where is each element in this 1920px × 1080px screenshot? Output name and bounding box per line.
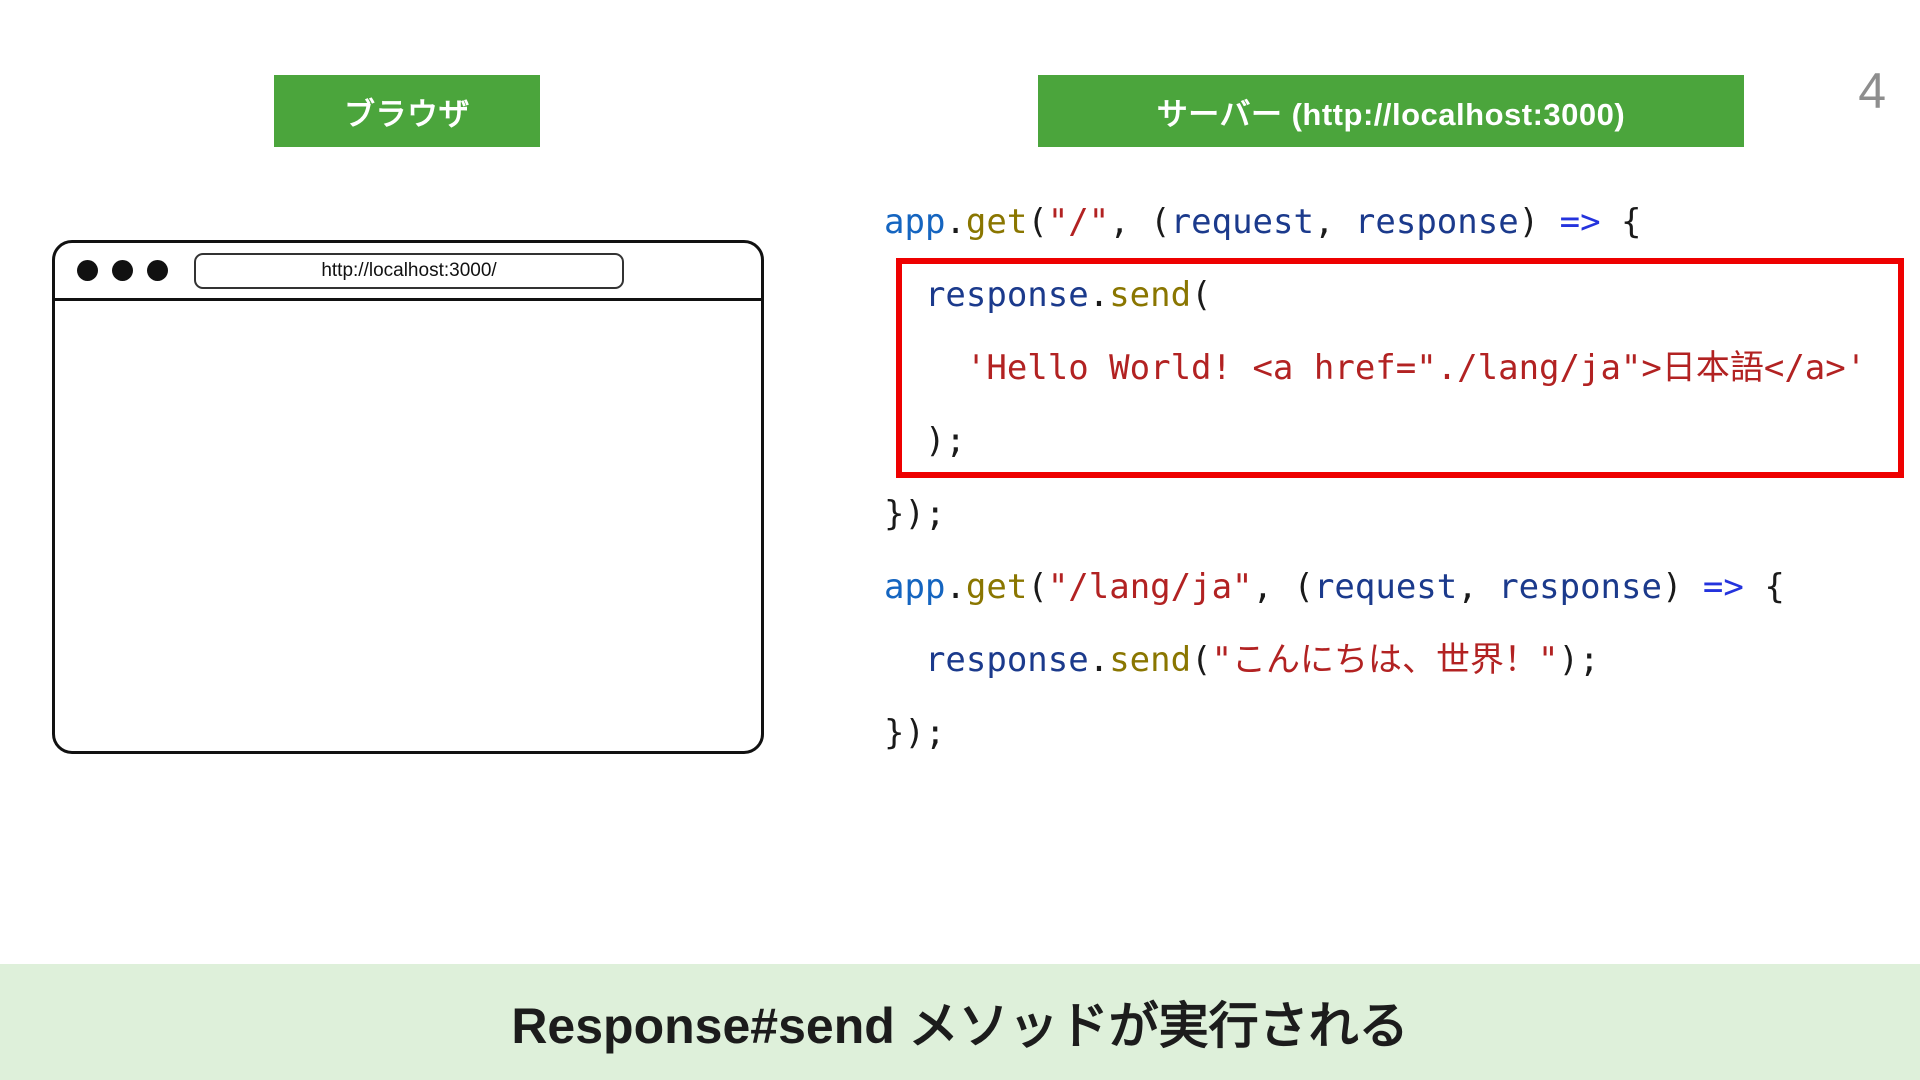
- code-line: response.send("こんにちは、世界！");: [924, 640, 1600, 680]
- code-line: app.get("/", (request, response) => {: [884, 202, 1642, 242]
- window-dot-icon: [112, 260, 133, 281]
- browser-viewport: [55, 301, 761, 751]
- code-line: 'Hello World! <a href="./lang/ja">日本語</a…: [965, 348, 1867, 388]
- page-number: 4: [1858, 63, 1886, 119]
- caption-banner: Response#send メソッドが実行される: [0, 964, 1920, 1080]
- code-line: );: [884, 421, 966, 461]
- code-line: app.get("/lang/ja", (request, response) …: [884, 567, 1785, 607]
- url-bar: http://localhost:3000/: [194, 253, 624, 289]
- server-label: サーバー (http://localhost:3000): [1038, 75, 1744, 147]
- code-area: app.get("/", (request, response) => { re…: [884, 186, 1904, 770]
- window-dot-icon: [77, 260, 98, 281]
- code-block: app.get("/", (request, response) => { re…: [884, 186, 1866, 770]
- code-line: response.send(: [924, 275, 1212, 315]
- code-line: });: [884, 494, 946, 534]
- browser-label: ブラウザ: [274, 75, 540, 147]
- url-text: http://localhost:3000/: [321, 260, 497, 281]
- browser-window: http://localhost:3000/: [52, 240, 764, 754]
- window-dot-icon: [147, 260, 168, 281]
- code-line: });: [884, 713, 946, 753]
- caption-text: Response#send メソッドが実行される: [511, 998, 1409, 1054]
- browser-topbar: http://localhost:3000/: [55, 243, 761, 301]
